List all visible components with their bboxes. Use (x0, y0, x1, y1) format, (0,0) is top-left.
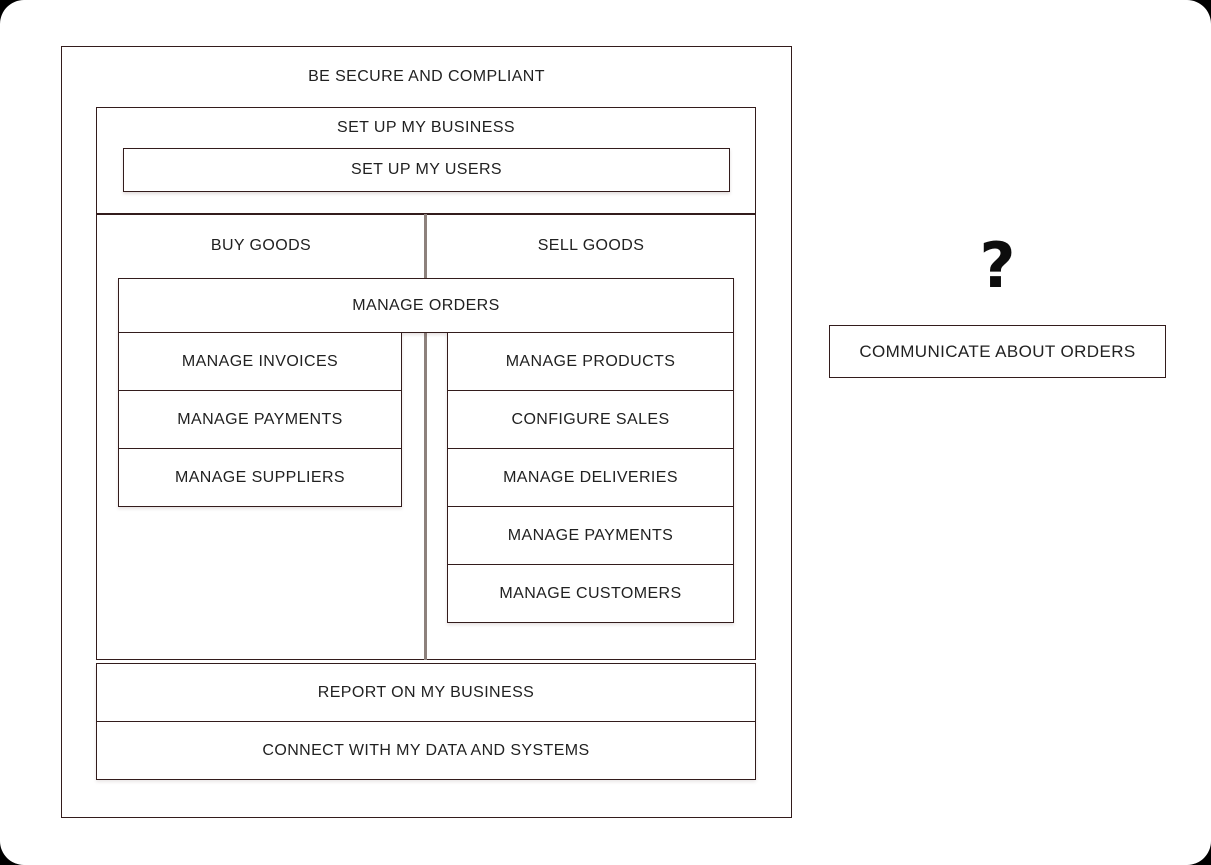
buy-goods-label: BUY GOODS (210, 237, 312, 254)
configure-sales-box: CONFIGURE SALES (448, 390, 733, 448)
report-business-box: REPORT ON MY BUSINESS (317, 683, 535, 701)
communicate-orders-box: COMMUNICATE ABOUT ORDERS (829, 325, 1166, 378)
secure-compliant-label: BE SECURE AND COMPLIANT (308, 67, 545, 85)
manage-deliveries-box: MANAGE DELIVERIES (448, 448, 733, 506)
question-mark: ? (979, 228, 1016, 302)
sell-goods-label: SELL GOODS (537, 237, 645, 254)
manage-products-box: MANAGE PRODUCTS (505, 352, 676, 370)
connect-data-systems-box: CONNECT WITH MY DATA AND SYSTEMS (97, 721, 755, 779)
manage-suppliers-box: MANAGE SUPPLIERS (119, 448, 401, 506)
manage-payments-buy-box: MANAGE PAYMENTS (119, 390, 401, 448)
sell-capability-stack: MANAGE PRODUCTS CONFIGURE SALES MANAGE D… (447, 332, 734, 623)
bottom-rows-box: REPORT ON MY BUSINESS CONNECT WITH MY DA… (96, 663, 756, 780)
setup-business-label: SET UP MY BUSINESS (337, 118, 515, 136)
manage-orders-box: MANAGE ORDERS (118, 278, 734, 333)
manage-invoices-box: MANAGE INVOICES (181, 352, 339, 370)
manage-payments-sell-box: MANAGE PAYMENTS (448, 506, 733, 564)
manage-customers-box: MANAGE CUSTOMERS (448, 564, 733, 622)
setup-users-box: SET UP MY USERS (123, 148, 730, 192)
buy-capability-stack: MANAGE INVOICES MANAGE PAYMENTS MANAGE S… (118, 332, 402, 507)
secure-compliant-box (61, 46, 792, 818)
column-divider-line (424, 214, 427, 660)
